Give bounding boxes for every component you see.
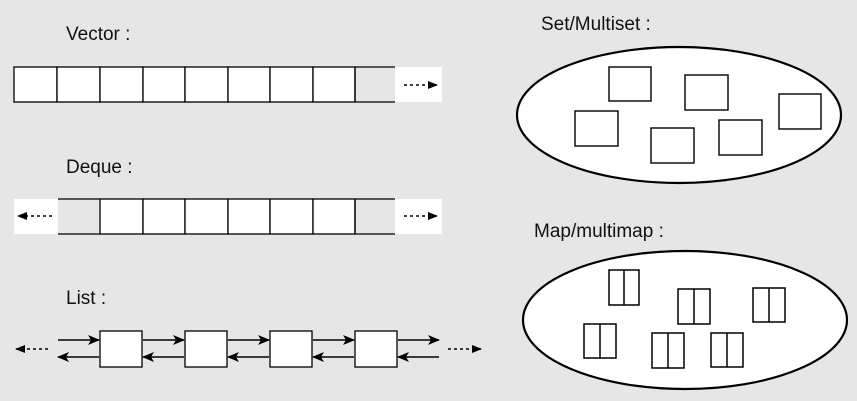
map-element	[608, 269, 640, 306]
map-element	[651, 332, 685, 369]
vector-cells	[13, 66, 395, 103]
vector-cell	[13, 66, 58, 103]
vector-structure	[13, 66, 442, 103]
set-element	[684, 74, 729, 111]
map-element	[677, 288, 711, 325]
set-element	[650, 127, 695, 164]
deque-open-cell-back	[354, 198, 395, 235]
list-links	[57, 335, 440, 362]
map-element	[583, 323, 617, 359]
vector-label: Vector :	[66, 24, 131, 45]
list-node	[184, 330, 228, 368]
set-element	[574, 110, 619, 147]
deque-cell	[99, 198, 144, 235]
deque-open-cell-front	[58, 198, 100, 235]
deque-structure	[14, 198, 442, 235]
set-structure	[515, 45, 843, 185]
deque-label: Deque :	[66, 157, 133, 178]
set-element	[718, 119, 763, 156]
deque-cell	[184, 198, 229, 235]
set-element	[778, 93, 822, 130]
list-node	[354, 330, 398, 368]
vector-cell	[99, 66, 144, 103]
deque-cell	[269, 198, 314, 235]
deque-cell	[142, 198, 186, 235]
set-multiset-label: Set/Multiset :	[541, 14, 651, 35]
vector-cell	[312, 66, 356, 103]
vector-cell	[269, 66, 314, 103]
vector-cell	[184, 66, 229, 103]
map-element	[710, 332, 744, 368]
vector-cell	[142, 66, 186, 103]
list-node	[99, 330, 143, 368]
map-structure	[521, 249, 849, 391]
deque-cell	[312, 198, 356, 235]
map-element	[752, 287, 786, 323]
vector-cell	[56, 66, 101, 103]
vector-cell	[227, 66, 271, 103]
deque-cell	[227, 198, 271, 235]
map-multimap-label: Map/multimap :	[534, 221, 664, 242]
list-structure	[15, 330, 482, 368]
list-label: List :	[66, 288, 107, 309]
vector-open-cell	[354, 66, 395, 103]
set-element	[608, 66, 652, 102]
list-node	[269, 330, 313, 368]
